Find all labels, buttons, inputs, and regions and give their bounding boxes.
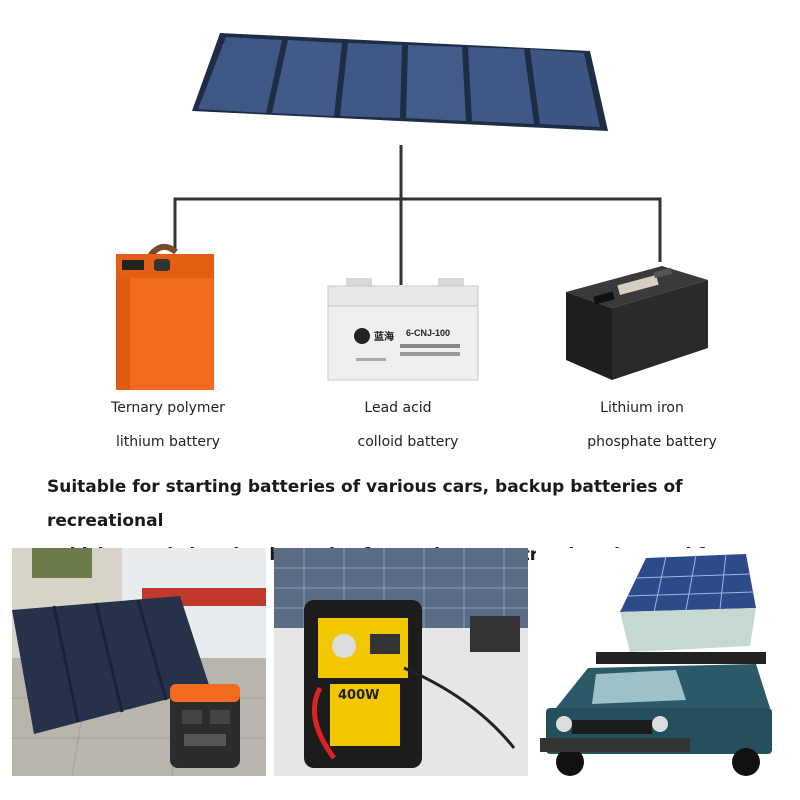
solar-panel-segment	[530, 49, 600, 127]
ternary-lithium-battery-image	[116, 243, 214, 390]
battery-label-line2: lithium battery	[115, 434, 221, 450]
solar-panel-segment	[198, 37, 282, 113]
battery-label-line1: Lithium iron	[600, 400, 684, 416]
solar-panel-segment	[468, 47, 534, 124]
battery-label-ternary: Ternary polymer lithium battery	[88, 400, 248, 450]
tagline-line1: Suitable for starting batteries of vario…	[47, 477, 683, 531]
lead-acid-brand: 蓝海	[374, 332, 394, 343]
jump-starter-wattage: 400W	[338, 688, 380, 703]
lead-acid-model: 6-CNJ-100	[406, 328, 451, 338]
battery-label-line1: Ternary polymer	[111, 400, 225, 416]
lead-acid-battery-image: 蓝海 6-CNJ-100	[326, 278, 480, 382]
solar-panel-segment	[340, 43, 402, 118]
battery-label-lifepo4: Lithium iron phosphate battery	[572, 400, 732, 450]
battery-label-lead-acid: Lead acid colloid battery	[328, 400, 488, 450]
battery-label-line2: phosphate battery	[587, 434, 717, 450]
solar-panel-segment	[272, 40, 342, 116]
lifepo4-battery-image	[566, 266, 708, 380]
photo-suv-roof-solar	[536, 548, 790, 776]
battery-label-line1: Lead acid	[364, 400, 432, 416]
photo-panel-power-station	[12, 548, 266, 776]
battery-label-line2: colloid battery	[357, 434, 459, 450]
foldable-solar-panel	[192, 33, 608, 131]
photo-jump-starter: 400W	[274, 548, 528, 776]
connection-wires	[173, 145, 662, 285]
solar-panel-segment	[406, 45, 466, 121]
